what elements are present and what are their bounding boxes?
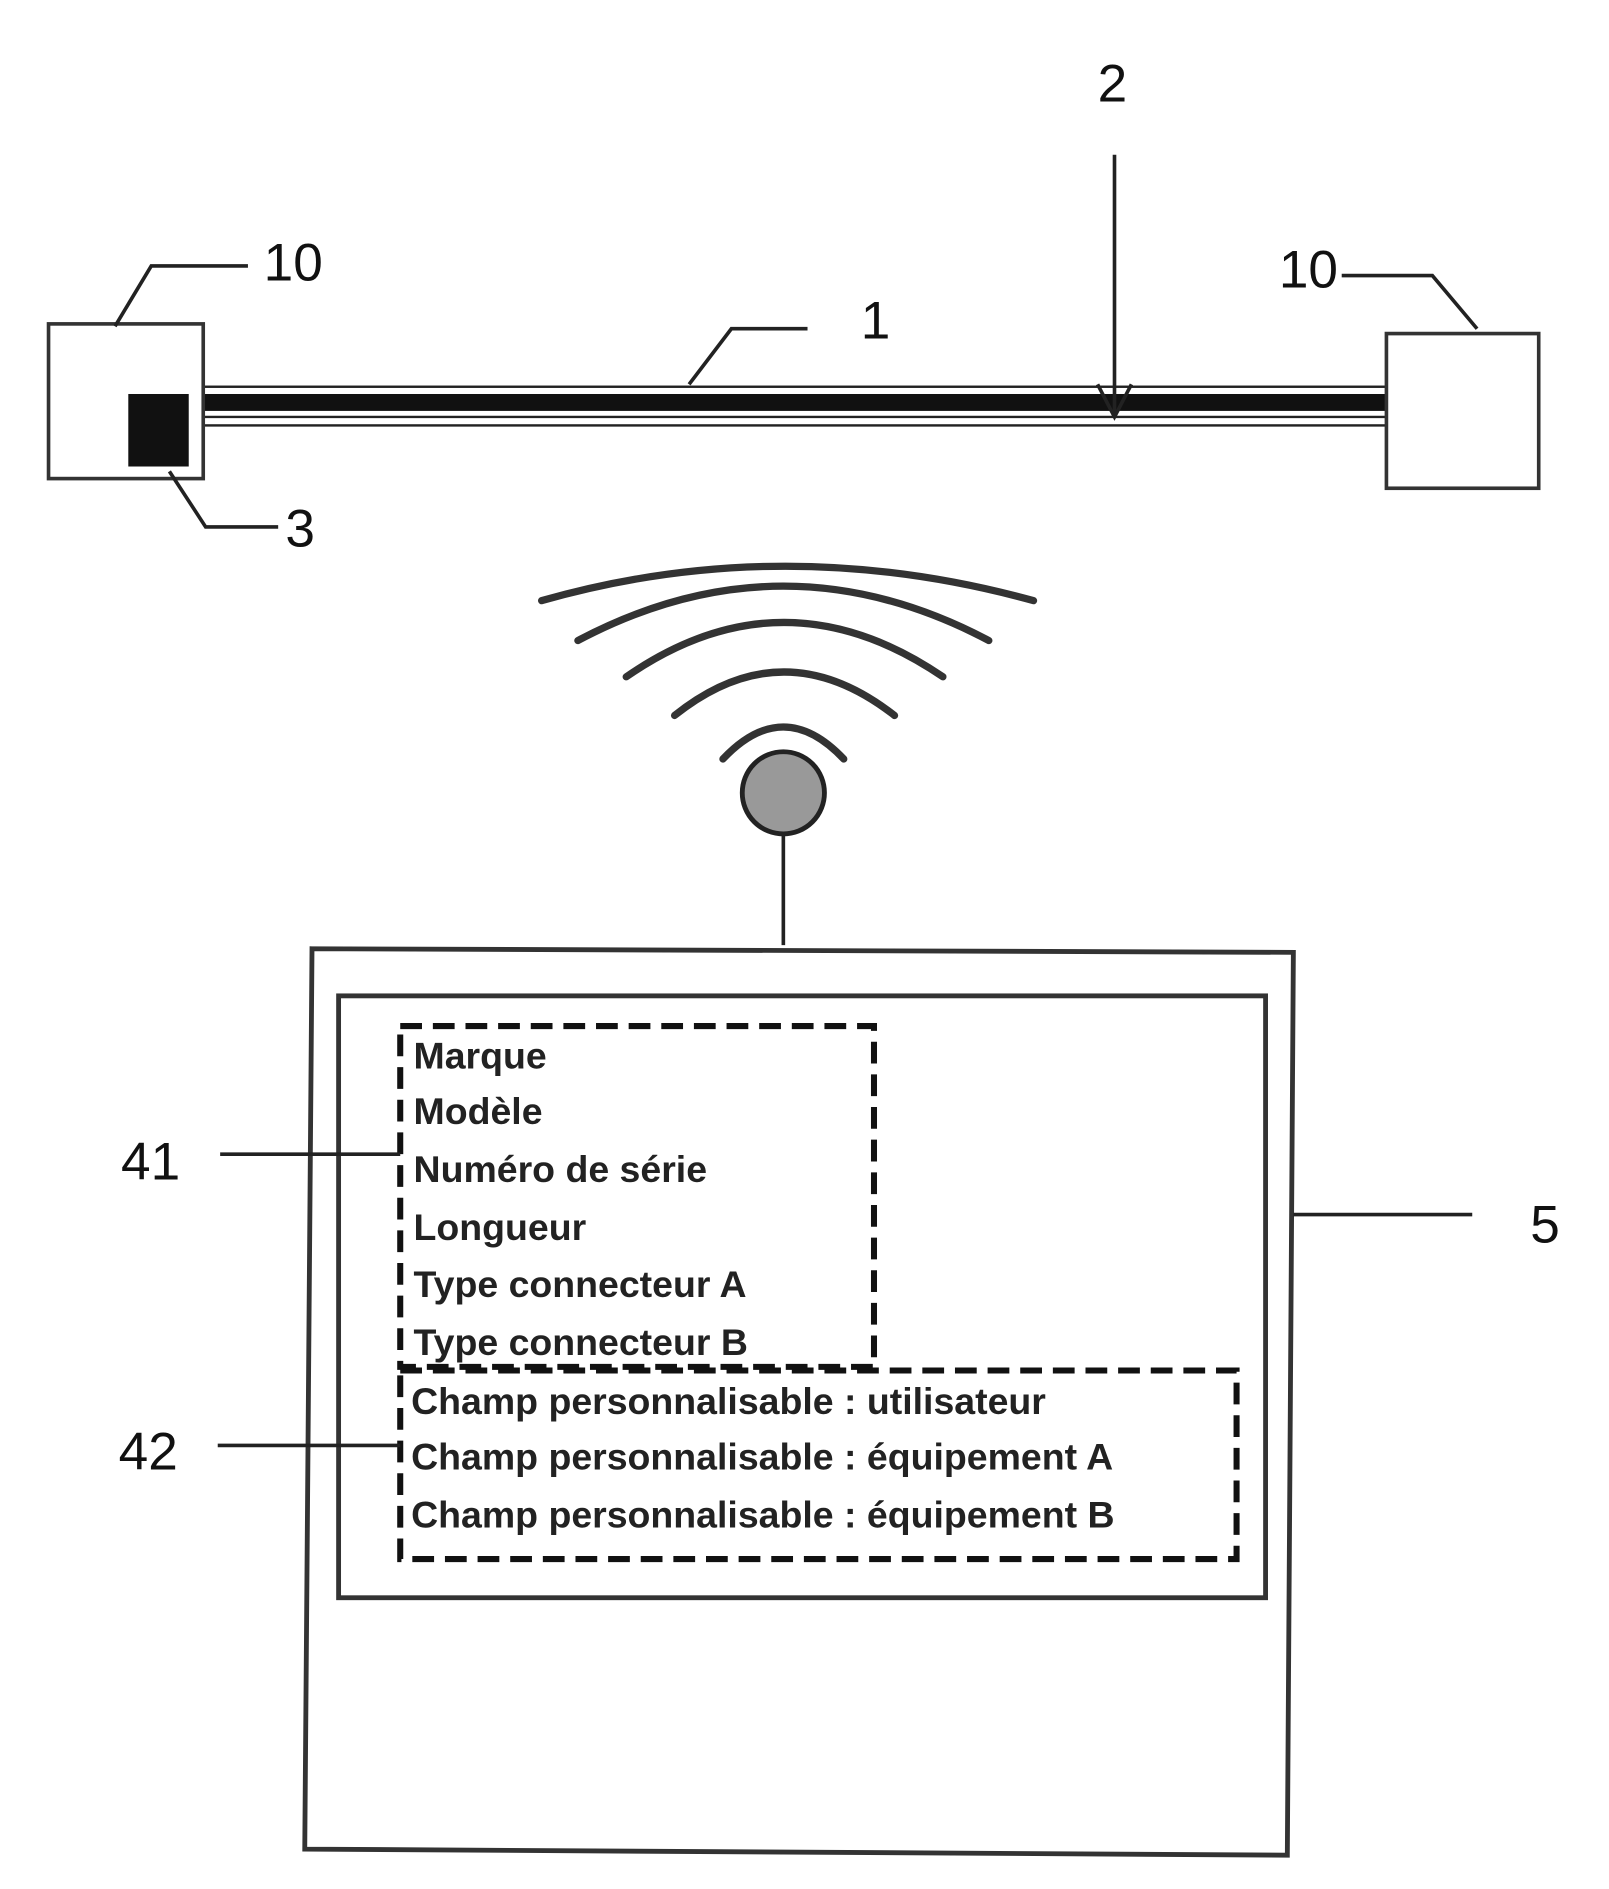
leader-cable [687, 326, 808, 386]
custom-field-equipment-b: Champ personnalisable : équipement B [411, 1494, 1114, 1536]
field-model: Modèle [414, 1090, 543, 1132]
leader-connector-right [1341, 273, 1479, 330]
wireless-signal-icon [538, 562, 1038, 763]
field-connector-a: Type connecteur A [414, 1263, 747, 1305]
device-screen [336, 993, 1268, 1601]
label-device: 5 [1530, 1195, 1560, 1254]
custom-fields-box [397, 1367, 1240, 1563]
arrow-head [1095, 383, 1134, 421]
field-connector-b: Type connecteur B [414, 1321, 748, 1363]
fixed-fields-box [397, 1023, 878, 1370]
leader-connector-left [113, 264, 248, 328]
leader-tag [167, 470, 279, 529]
cable [202, 385, 1388, 427]
fixed-fields-list: Marque Modèle Numéro de série Longueur T… [414, 1034, 748, 1362]
label-connector-left: 10 [264, 233, 323, 292]
label-custom-fields: 42 [119, 1423, 178, 1482]
label-cable: 1 [861, 291, 891, 350]
custom-field-equipment-a: Champ personnalisable : équipement A [411, 1436, 1113, 1478]
custom-fields-list: Champ personnalisable : utilisateur Cham… [411, 1380, 1114, 1536]
custom-field-user: Champ personnalisable : utilisateur [411, 1380, 1046, 1422]
connector-right [1384, 331, 1541, 491]
field-serial: Numéro de série [414, 1148, 708, 1190]
label-connector-right: 10 [1279, 241, 1338, 300]
label-tag: 3 [285, 499, 315, 558]
field-length: Longueur [414, 1206, 587, 1248]
label-arrow: 2 [1098, 55, 1128, 114]
antenna-icon [739, 749, 827, 837]
field-brand: Marque [414, 1034, 547, 1076]
rfid-tag [128, 393, 189, 467]
label-fixed-fields: 41 [121, 1133, 180, 1192]
